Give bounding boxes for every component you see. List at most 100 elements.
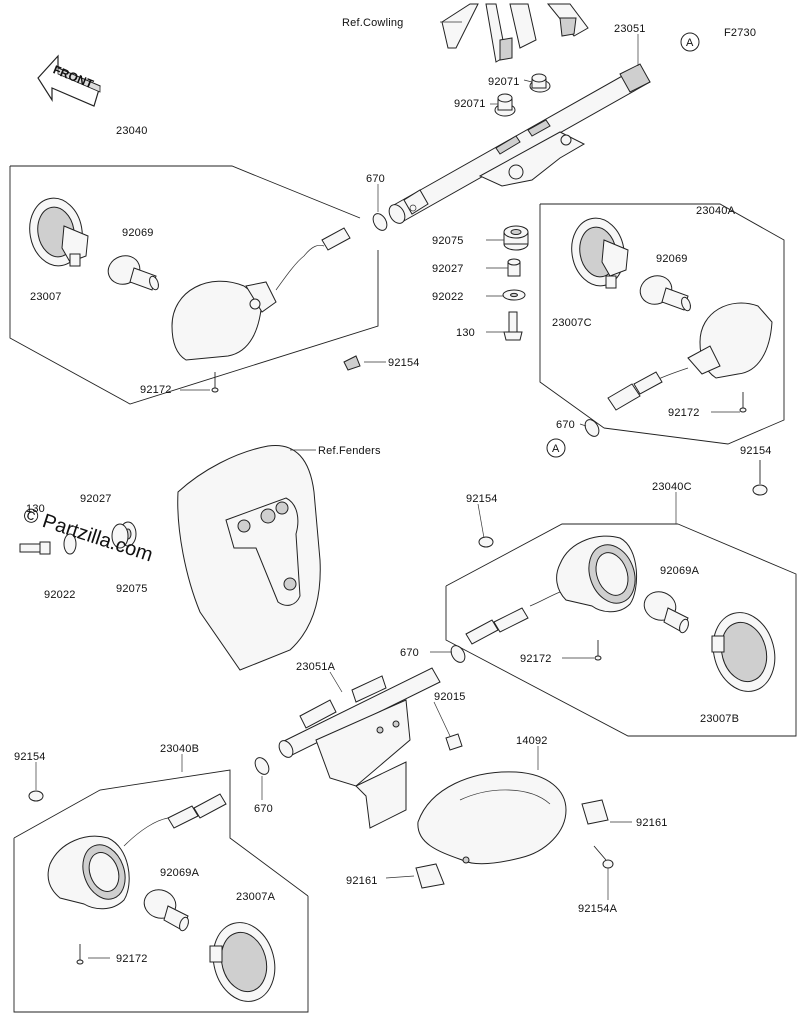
label-92154-c: 92154	[466, 493, 498, 505]
label-92154-b: 92154	[740, 445, 772, 457]
screw-92172-b	[739, 392, 747, 413]
turn-signal-23040B-outline	[13, 769, 309, 1013]
grommet-92071-b	[494, 93, 516, 117]
pad-92161-a	[581, 799, 609, 825]
label-92154A: 92154A	[578, 903, 618, 915]
label-670-a: 670	[366, 173, 385, 185]
fender-hardware	[19, 521, 137, 555]
bulb-92069A-a	[643, 591, 689, 634]
lamp-23007B	[711, 612, 776, 692]
ref-cowling-label: Ref.Cowling	[342, 17, 404, 29]
oring-670-c	[450, 645, 466, 663]
screw-92154-c	[478, 536, 494, 548]
label-92075-b: 92075	[116, 583, 148, 595]
connector-23040C	[465, 607, 529, 645]
screw-92172-a	[211, 372, 219, 393]
label-92075-a: 92075	[432, 235, 464, 247]
pipe-23051	[388, 63, 651, 224]
turn-signal-23040A-outline	[539, 203, 785, 445]
ref-fenders-label: Ref.Fenders	[318, 445, 381, 457]
label-670-b: 670	[556, 419, 575, 431]
label-23007C: 23007C	[552, 317, 592, 329]
screw-92154A	[593, 845, 614, 869]
part-labels: Ref.Cowling F2730 23051 92071 92071 2304…	[14, 17, 772, 965]
fender-reference	[177, 444, 321, 671]
bulb-92069A-b	[143, 889, 189, 932]
oring-670-d	[254, 757, 270, 775]
grommet-92015	[445, 733, 463, 751]
label-92172-d: 92172	[116, 953, 148, 965]
bulb-92069-a	[107, 255, 159, 291]
label-92172-a: 92172	[140, 384, 172, 396]
lamp-23007C	[571, 217, 629, 289]
label-23007A: 23007A	[236, 891, 276, 903]
cover-14092	[417, 771, 567, 865]
label-92071-a: 92071	[488, 76, 520, 88]
label-92069-b: 92069	[656, 253, 688, 265]
bolt-130	[503, 311, 523, 341]
damper-92075	[503, 225, 529, 251]
front-arrow: FRONT	[37, 54, 101, 107]
label-92172-c: 92172	[520, 653, 552, 665]
label-23040: 23040	[116, 125, 148, 137]
label-23040B: 23040B	[160, 743, 199, 755]
connector-23040A	[607, 371, 663, 411]
callout-a-top-text: A	[686, 37, 694, 49]
connector-23040	[303, 227, 351, 257]
label-92069A-b: 92069A	[160, 867, 200, 879]
label-23040A: 23040A	[696, 205, 736, 217]
callout-a-top: A	[680, 32, 700, 52]
screw-92172-c	[594, 640, 602, 661]
connector-23040B	[167, 793, 227, 829]
screw-92154-a	[343, 355, 361, 371]
label-92071-b: 92071	[454, 98, 486, 110]
screw-92172-d	[76, 944, 84, 965]
housing-23040A	[651, 302, 773, 383]
label-92015: 92015	[434, 691, 466, 703]
grommet-92071-a	[529, 73, 551, 93]
label-14092: 14092	[516, 735, 548, 747]
callout-a-bottom-text: A	[552, 443, 560, 455]
label-23040C: 23040C	[652, 481, 692, 493]
label-92022-a: 92022	[432, 291, 464, 303]
label-92154-a: 92154	[388, 357, 420, 369]
oring-670-a	[372, 213, 388, 231]
label-92172-b: 92172	[668, 407, 700, 419]
collar-92027	[507, 258, 521, 277]
housing-23040	[171, 255, 305, 361]
label-92069-a: 92069	[122, 227, 154, 239]
label-23007: 23007	[30, 291, 62, 303]
pad-92161-b	[415, 863, 445, 889]
screw-92154-d	[28, 790, 44, 802]
label-92027-a: 92027	[432, 263, 464, 275]
mount-bracket	[478, 119, 586, 187]
housing-23040C	[529, 535, 638, 613]
lamp-23007	[29, 197, 89, 267]
lamp-23007A	[209, 922, 276, 1002]
pipe-23051A	[278, 667, 441, 758]
label-92161-a: 92161	[636, 817, 668, 829]
diagram-code: F2730	[724, 27, 756, 39]
turn-signal-23040-outline	[9, 165, 379, 405]
washer-92022	[502, 289, 526, 301]
license-bracket	[315, 699, 411, 829]
turn-signal-23040C-outline	[445, 523, 797, 737]
bulb-92069-b	[639, 275, 691, 312]
label-670-c: 670	[400, 647, 419, 659]
screw-92154-b	[752, 460, 768, 496]
label-92154-d: 92154	[14, 751, 46, 763]
label-23051A: 23051A	[296, 661, 336, 673]
label-23007B: 23007B	[700, 713, 739, 725]
label-130-a: 130	[456, 327, 475, 339]
housing-23040B	[47, 817, 169, 910]
label-670-d: 670	[254, 803, 273, 815]
label-92161-b: 92161	[346, 875, 378, 887]
callout-a-bottom: A	[546, 438, 566, 458]
oring-670-b	[584, 419, 600, 437]
label-130-b: 130	[26, 503, 45, 515]
leader-lines	[35, 21, 740, 959]
label-92022-b: 92022	[44, 589, 76, 601]
label-23051: 23051	[614, 23, 646, 35]
label-92069A-a: 92069A	[660, 565, 700, 577]
